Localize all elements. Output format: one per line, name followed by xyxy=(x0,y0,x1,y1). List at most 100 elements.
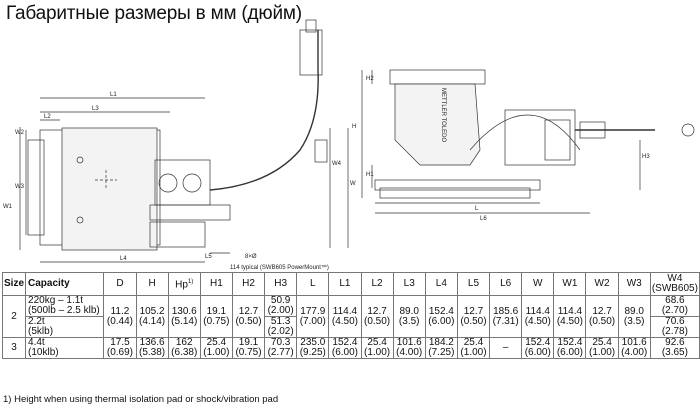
label-W2: W2 xyxy=(15,130,25,136)
label-L4: L4 xyxy=(120,256,127,262)
label-L5: L5 xyxy=(205,254,212,260)
cell-W1: 114.4(4.50) xyxy=(553,295,587,338)
side-view-pedestal xyxy=(394,83,481,166)
col-L4: L4 xyxy=(424,272,458,296)
side-view-base-top xyxy=(374,179,541,191)
label-L6: L6 xyxy=(480,216,487,222)
bolt-head-1 xyxy=(158,173,178,193)
dimension-drawing: L1 L3 L2 W2 W3 W1 W4 W L4 L5 8×Ø 114 typ… xyxy=(3,19,695,271)
label-W3: W3 xyxy=(15,184,25,190)
connector-top xyxy=(299,29,323,76)
page-title: Габаритные размеры в мм (дюйм) xyxy=(6,3,302,24)
side-view-loadcell xyxy=(504,109,576,166)
col-H: H xyxy=(135,272,169,296)
cell-size: 2 xyxy=(1,295,27,338)
cell-H: 136.6(5.38) xyxy=(135,337,169,359)
table-row: 3 4.4t(10klb) 17.5(0.69) 136.6(5.38) 162… xyxy=(1,337,700,359)
side-view-cable-end xyxy=(681,123,695,137)
cell-H2: 12.7(0.50) xyxy=(231,295,266,338)
col-L5: L5 xyxy=(456,272,491,296)
label-L3: L3 xyxy=(92,106,99,112)
cable xyxy=(209,30,319,191)
cell-Hp: 162(6.38) xyxy=(167,337,201,359)
brand-text: METTLER TOLEDO xyxy=(440,88,446,142)
side-view-loadcell-cap xyxy=(544,119,571,161)
mount-hole-2 xyxy=(76,156,84,164)
label-L2: L2 xyxy=(44,114,51,120)
cell-H3: 51.3(2.02) xyxy=(264,316,298,338)
cell-L6: 185.6(7.31) xyxy=(489,295,523,338)
label-H1: H1 xyxy=(366,172,374,178)
col-L3: L3 xyxy=(392,272,426,296)
cell-capacity: 4.4t(10klb) xyxy=(25,337,105,359)
cell-L1: 114.4(4.50) xyxy=(328,295,362,338)
dimension-table: Size Capacity D H Hp1) H1 H2 H3 L L1 L2 … xyxy=(1,272,700,359)
col-L6: L6 xyxy=(489,272,523,296)
cell-W3: 101.6(4.00) xyxy=(617,337,651,359)
side-view-connector xyxy=(579,121,606,139)
col-W1: W1 xyxy=(553,272,587,296)
table-row: 2 220kg – 1.1t(500lb – 2.5 klb) 11.2(0.4… xyxy=(1,295,700,338)
connector-cap xyxy=(305,19,317,33)
cell-H1: 25.4(1.00) xyxy=(199,337,233,359)
cell-capacity: 220kg – 1.1t(500lb – 2.5 klb) xyxy=(25,295,105,317)
cell-L2: 12.7(0.50) xyxy=(360,295,394,338)
cell-L: 235.0(9.25) xyxy=(296,337,330,359)
top-view-bracket xyxy=(149,221,206,248)
cell-L6: – xyxy=(489,337,523,359)
col-capacity: Capacity xyxy=(25,272,105,296)
col-H1: H1 xyxy=(199,272,233,296)
label-W4: W4 xyxy=(332,161,342,167)
col-W: W xyxy=(521,272,555,296)
table-row: 2.2t(5klb) 51.3(2.02) 70.6(2.78) xyxy=(3,316,700,338)
cell-L1: 152.4(6.00) xyxy=(328,337,362,359)
bolt-head-2 xyxy=(182,173,202,193)
col-W3: W3 xyxy=(617,272,651,296)
label-L: L xyxy=(475,206,479,212)
col-W2: W2 xyxy=(585,272,619,296)
label-typical: 114 typical (SWB605 PowerMount™) xyxy=(230,264,329,271)
top-view-loadcell-body xyxy=(154,159,211,206)
cell-W: 152.4(6.00) xyxy=(521,337,555,359)
cell-L4: 152.4(6.00) xyxy=(424,295,458,338)
col-H3: H3 xyxy=(264,272,298,296)
cell-W4: 68.6(2.70) xyxy=(649,295,700,317)
cell-L3: 101.6(4.00) xyxy=(392,337,426,359)
cell-H1: 19.1(0.75) xyxy=(199,295,233,338)
label-W: W xyxy=(350,181,356,187)
col-Hp: Hp1) xyxy=(167,272,201,296)
side-view-bow xyxy=(469,114,581,151)
top-view-foot xyxy=(149,204,231,221)
cell-W1: 152.4(6.00) xyxy=(553,337,587,359)
cell-W2: 25.4(1.00) xyxy=(585,337,619,359)
footnote: 1) Height when using thermal isolation p… xyxy=(3,394,279,405)
cell-L5: 12.7(0.50) xyxy=(456,295,491,338)
cell-W4: 92.6(3.65) xyxy=(649,337,700,359)
col-size: Size xyxy=(1,272,27,296)
cell-D: 11.2(0.44) xyxy=(103,295,137,338)
label-W1: W1 xyxy=(3,204,13,210)
label-H2: H2 xyxy=(366,76,374,82)
col-W4: W4(SWB605) xyxy=(649,272,700,296)
col-D: D xyxy=(103,272,137,296)
col-L2: L2 xyxy=(360,272,394,296)
cell-capacity: 2.2t(5klb) xyxy=(25,316,105,338)
cell-L2: 25.4(1.00) xyxy=(360,337,394,359)
col-L1: L1 xyxy=(328,272,362,296)
cell-D: 17.5(0.69) xyxy=(103,337,137,359)
top-view-top-plate xyxy=(61,127,158,251)
connector-mid xyxy=(314,139,328,163)
side-view-top-plate xyxy=(389,69,486,85)
cell-H3: 70.3(2.77) xyxy=(264,337,298,359)
cell-W3: 89.0(3.5) xyxy=(617,295,651,338)
col-L: L xyxy=(296,272,330,296)
cell-W2: 12.7(0.50) xyxy=(585,295,619,338)
cell-size: 3 xyxy=(1,337,27,359)
cell-W4: 70.6(2.78) xyxy=(649,316,700,338)
cell-W: 114.4(4.50) xyxy=(521,295,555,338)
side-view-base xyxy=(379,187,531,199)
label-H: H xyxy=(352,124,356,130)
label-H3: H3 xyxy=(642,154,650,160)
table-header-row: Size Capacity D H Hp1) H1 H2 H3 L L1 L2 … xyxy=(1,272,700,296)
label-L1: L1 xyxy=(110,92,117,98)
